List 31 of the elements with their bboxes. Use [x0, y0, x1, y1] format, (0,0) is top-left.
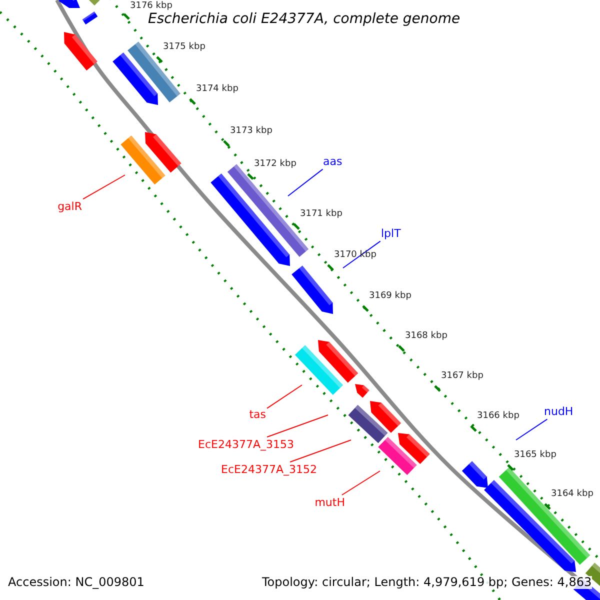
leader-line: [266, 414, 328, 438]
leader-line: [82, 174, 126, 200]
tick-label: 3164 kbp: [551, 490, 594, 500]
tick-label: 3165 kbp: [514, 451, 556, 461]
tick-label: 3176 kbp: [130, 2, 172, 12]
gene-label: EcE24377A_3153: [198, 438, 294, 452]
tick-label: 3173 kbp: [230, 127, 272, 137]
gene-label: lplT: [381, 227, 401, 240]
tick-label: 3172 kbp: [254, 160, 296, 170]
leader-line: [266, 384, 302, 409]
title: Escherichia coli E24377A, complete genome: [148, 12, 460, 28]
leader-line: [342, 240, 381, 268]
tick-label: 3167 kbp: [441, 372, 484, 382]
gene-label: aas: [323, 155, 342, 168]
gene-label: tas: [249, 408, 266, 422]
gene-label: EcE24377A_3152: [221, 463, 317, 476]
tick-label: 3171 kbp: [300, 210, 342, 220]
leader-line: [290, 440, 352, 462]
gene-label: nudH: [544, 405, 574, 418]
tick-label: 3169 kbp: [369, 292, 412, 302]
gene-label: galR: [58, 200, 82, 214]
gene-label: mutH: [314, 496, 345, 510]
tick-label: 3175 kbp: [163, 43, 206, 53]
tick-label: 3170 kbp: [334, 251, 376, 261]
leader-line: [516, 418, 548, 440]
tick-label: 3174 kbp: [196, 85, 238, 95]
leader-line: [341, 470, 380, 496]
footer-text: Accession: NC_009801: [8, 576, 144, 590]
leader-line: [288, 168, 324, 196]
tick-label: 3166 kbp: [477, 412, 520, 422]
tick-label: 3168 kbp: [405, 332, 448, 342]
